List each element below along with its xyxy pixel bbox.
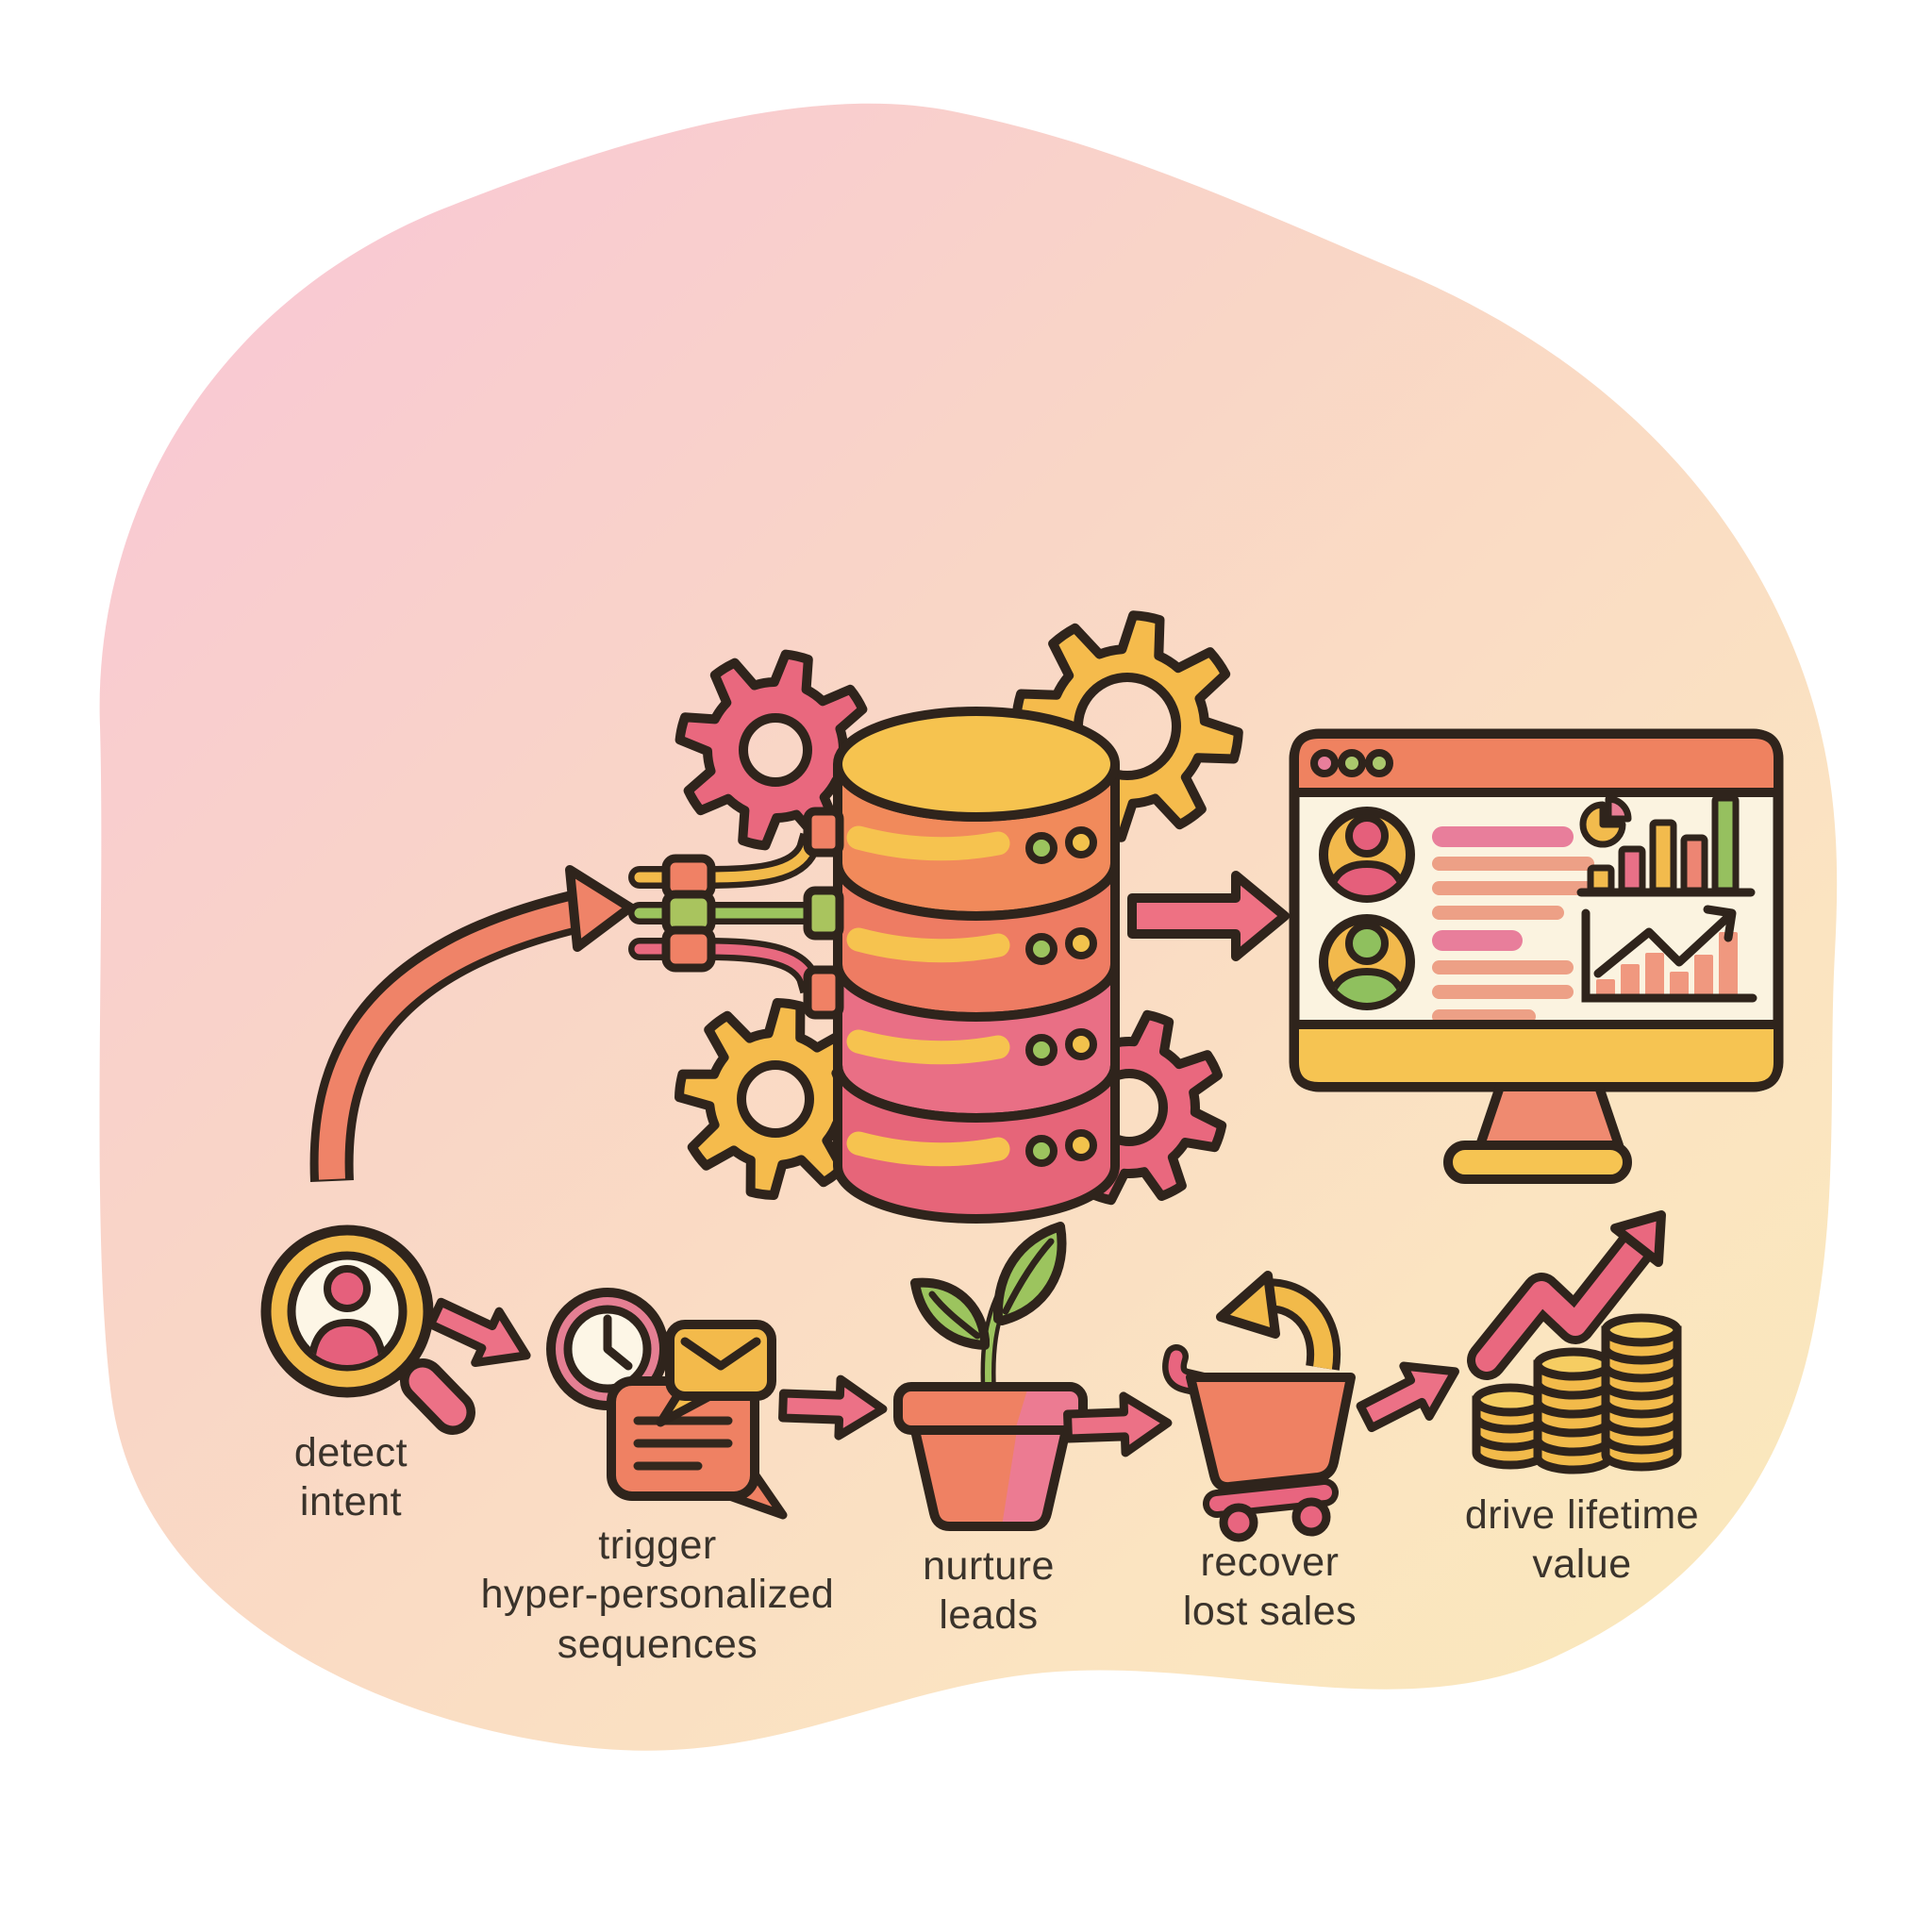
label-line: lost sales [1182, 1589, 1357, 1635]
coin-stack-medium [1533, 1347, 1614, 1474]
step-label-nurture-leads: nurture leads [800, 1541, 1177, 1641]
coin-stack-tall [1601, 1313, 1682, 1472]
label-line: trigger [598, 1523, 717, 1568]
label-line: drive lifetime [1464, 1492, 1700, 1538]
curved-arrow-icon [309, 865, 635, 1183]
monitor-bezel [1290, 1020, 1783, 1091]
clock-chat-email-icon [546, 1288, 788, 1520]
browser-window-dots-icon [1310, 749, 1393, 777]
user-avatar-icon [1319, 807, 1415, 903]
label-line: leads [939, 1592, 1039, 1639]
cart-return-icon [1162, 1271, 1356, 1542]
trend-line-chart-icon [1581, 905, 1757, 1003]
database-icon [803, 707, 1120, 1224]
profile-text-lines [1432, 826, 1594, 920]
pie-chart-icon [1579, 795, 1632, 848]
label-line: detect [293, 1430, 408, 1475]
database-stripes [846, 825, 1010, 1167]
step-label-recover-lost-sales: recover lost sales [1081, 1538, 1458, 1637]
monitor-base [1443, 1141, 1632, 1184]
step-label-trigger-sequences: trigger hyper-personalized sequences [448, 1521, 867, 1669]
label-line: hyper-personalized [480, 1572, 835, 1618]
potted-plant-icon [893, 1222, 1088, 1531]
database-ports [803, 807, 844, 1020]
magnifier-user-icon [260, 1224, 475, 1435]
arrow-right-icon [1127, 871, 1290, 961]
gear-icon-bottom-left [675, 998, 876, 1200]
database-status-dots [1025, 826, 1097, 1167]
browser-title-bar [1290, 729, 1783, 797]
analytics-dashboard-monitor-icon [1289, 728, 1784, 1184]
step-label-drive-lifetime-value: drive lifetime value [1393, 1491, 1771, 1590]
label-line: nurture [923, 1543, 1055, 1589]
label-line: value [1532, 1541, 1632, 1588]
label-line: sequences [557, 1621, 758, 1667]
label-line: intent [299, 1479, 403, 1525]
bar-chart-icon [1576, 794, 1756, 897]
user-avatar-icon [1319, 914, 1415, 1010]
step-label-detect-intent: detect intent [162, 1428, 540, 1527]
monitor-stand [1475, 1082, 1624, 1150]
coin-stacks-growth-icon [1467, 1210, 1682, 1474]
green-cable-plug-icon [628, 890, 817, 937]
label-line: recover [1200, 1540, 1340, 1585]
